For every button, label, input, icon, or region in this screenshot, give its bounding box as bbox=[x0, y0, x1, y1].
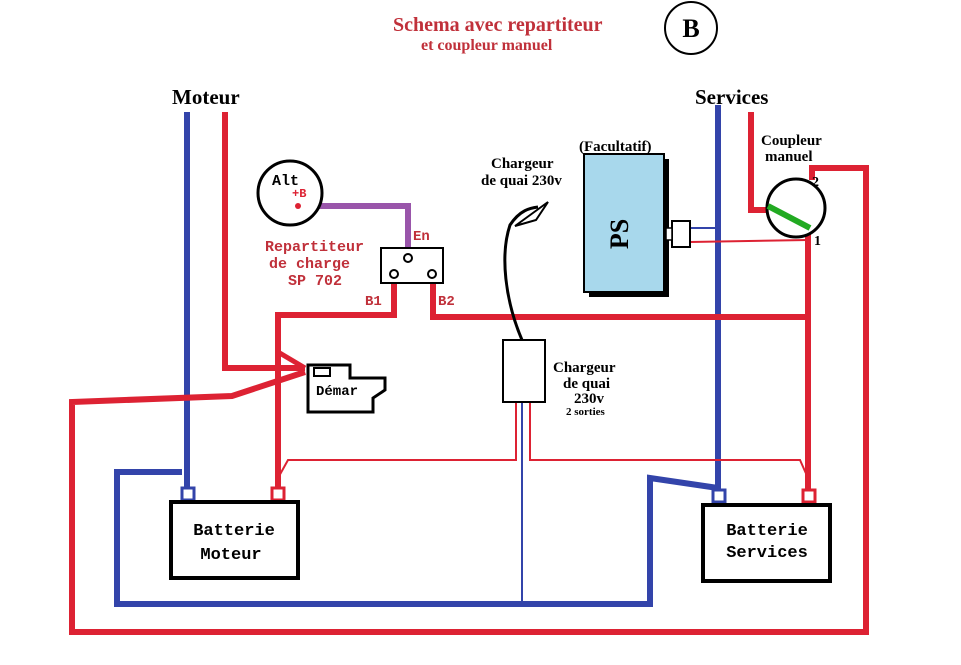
title-line-2: et coupleur manuel bbox=[421, 37, 553, 54]
alternator-terminal bbox=[295, 203, 301, 209]
battery-services-positive-terminal bbox=[801, 488, 817, 504]
demar-label: Démar bbox=[316, 384, 358, 400]
ps-box bbox=[583, 153, 665, 293]
coupleur-label: Coupleur bbox=[761, 133, 822, 149]
battery-moteur-label-2: Moteur bbox=[200, 546, 261, 565]
chargeur-box-label-4: 2 sorties bbox=[566, 406, 606, 418]
shore-power-cable bbox=[503, 205, 539, 341]
battery-services-label-1: Batterie bbox=[726, 522, 808, 541]
coupleur-input-wire bbox=[748, 112, 772, 213]
battery-moteur-box bbox=[169, 500, 300, 580]
starter-terminal-tab bbox=[313, 367, 331, 377]
en-label: En bbox=[413, 229, 430, 245]
repartiteur-label-3: SP 702 bbox=[288, 273, 342, 290]
ps-positive-wire bbox=[689, 239, 809, 243]
coupleur-switch-lever bbox=[766, 203, 812, 231]
switch-position-1: 1 bbox=[814, 234, 821, 249]
repartiteur-label-2: de charge bbox=[269, 256, 350, 273]
en-terminal bbox=[403, 253, 413, 263]
b2-label: B2 bbox=[438, 294, 455, 310]
negative-ground-loop-wire bbox=[114, 469, 719, 607]
chargeur-box-label-2: de quai bbox=[563, 376, 610, 392]
charger-box bbox=[502, 339, 546, 403]
title-line-1: Schema avec repartiteur bbox=[393, 14, 603, 36]
coupleur-sub-label: manuel bbox=[765, 149, 813, 165]
battery-moteur-positive-terminal bbox=[270, 486, 286, 502]
coupleur-output-loop-wire bbox=[69, 165, 869, 635]
moteur-label: Moteur bbox=[172, 85, 240, 109]
battery-moteur-label-1: Batterie bbox=[193, 522, 275, 541]
switch-position-2: 2 bbox=[812, 175, 819, 190]
diagram-badge-circle bbox=[664, 1, 718, 55]
alternator-icon bbox=[256, 159, 324, 227]
facultatif-label: (Facultatif) bbox=[579, 139, 651, 155]
b1-to-battery-wire bbox=[275, 278, 397, 492]
alternator-label: Alt bbox=[272, 173, 299, 190]
ps-label: PS bbox=[605, 219, 634, 249]
charger-output-positive-wire-2 bbox=[277, 402, 517, 479]
chargeur-quai-top-line-2: de quai 230v bbox=[481, 173, 562, 189]
b1-terminal bbox=[389, 269, 399, 279]
battery-services-label-2: Services bbox=[726, 544, 808, 563]
chargeur-box-label-1: Chargeur bbox=[553, 360, 616, 376]
shore-plug-icon bbox=[514, 201, 549, 227]
chargeur-quai-top-line-1: Chargeur bbox=[491, 156, 554, 172]
battery-services-box bbox=[701, 503, 832, 583]
ps-connector bbox=[671, 220, 691, 248]
chargeur-box-label-3: 230v bbox=[574, 391, 605, 407]
battery-moteur-negative-terminal bbox=[180, 486, 196, 502]
b1-label: B1 bbox=[365, 294, 382, 310]
b1-to-starter-wire bbox=[276, 349, 307, 371]
alternator-plus-b-label: +B bbox=[292, 187, 306, 201]
b2-services-wire bbox=[430, 278, 808, 320]
services-label: Services bbox=[695, 85, 768, 109]
charger-output-positive-wire bbox=[529, 402, 809, 479]
diagram-badge-letter: B bbox=[682, 14, 699, 43]
alternator-wire bbox=[298, 203, 411, 262]
repartiteur-label-1: Repartiteur bbox=[265, 239, 364, 256]
b2-terminal bbox=[427, 269, 437, 279]
battery-services-negative-terminal bbox=[711, 488, 727, 504]
ps-connector-pin bbox=[665, 227, 673, 241]
